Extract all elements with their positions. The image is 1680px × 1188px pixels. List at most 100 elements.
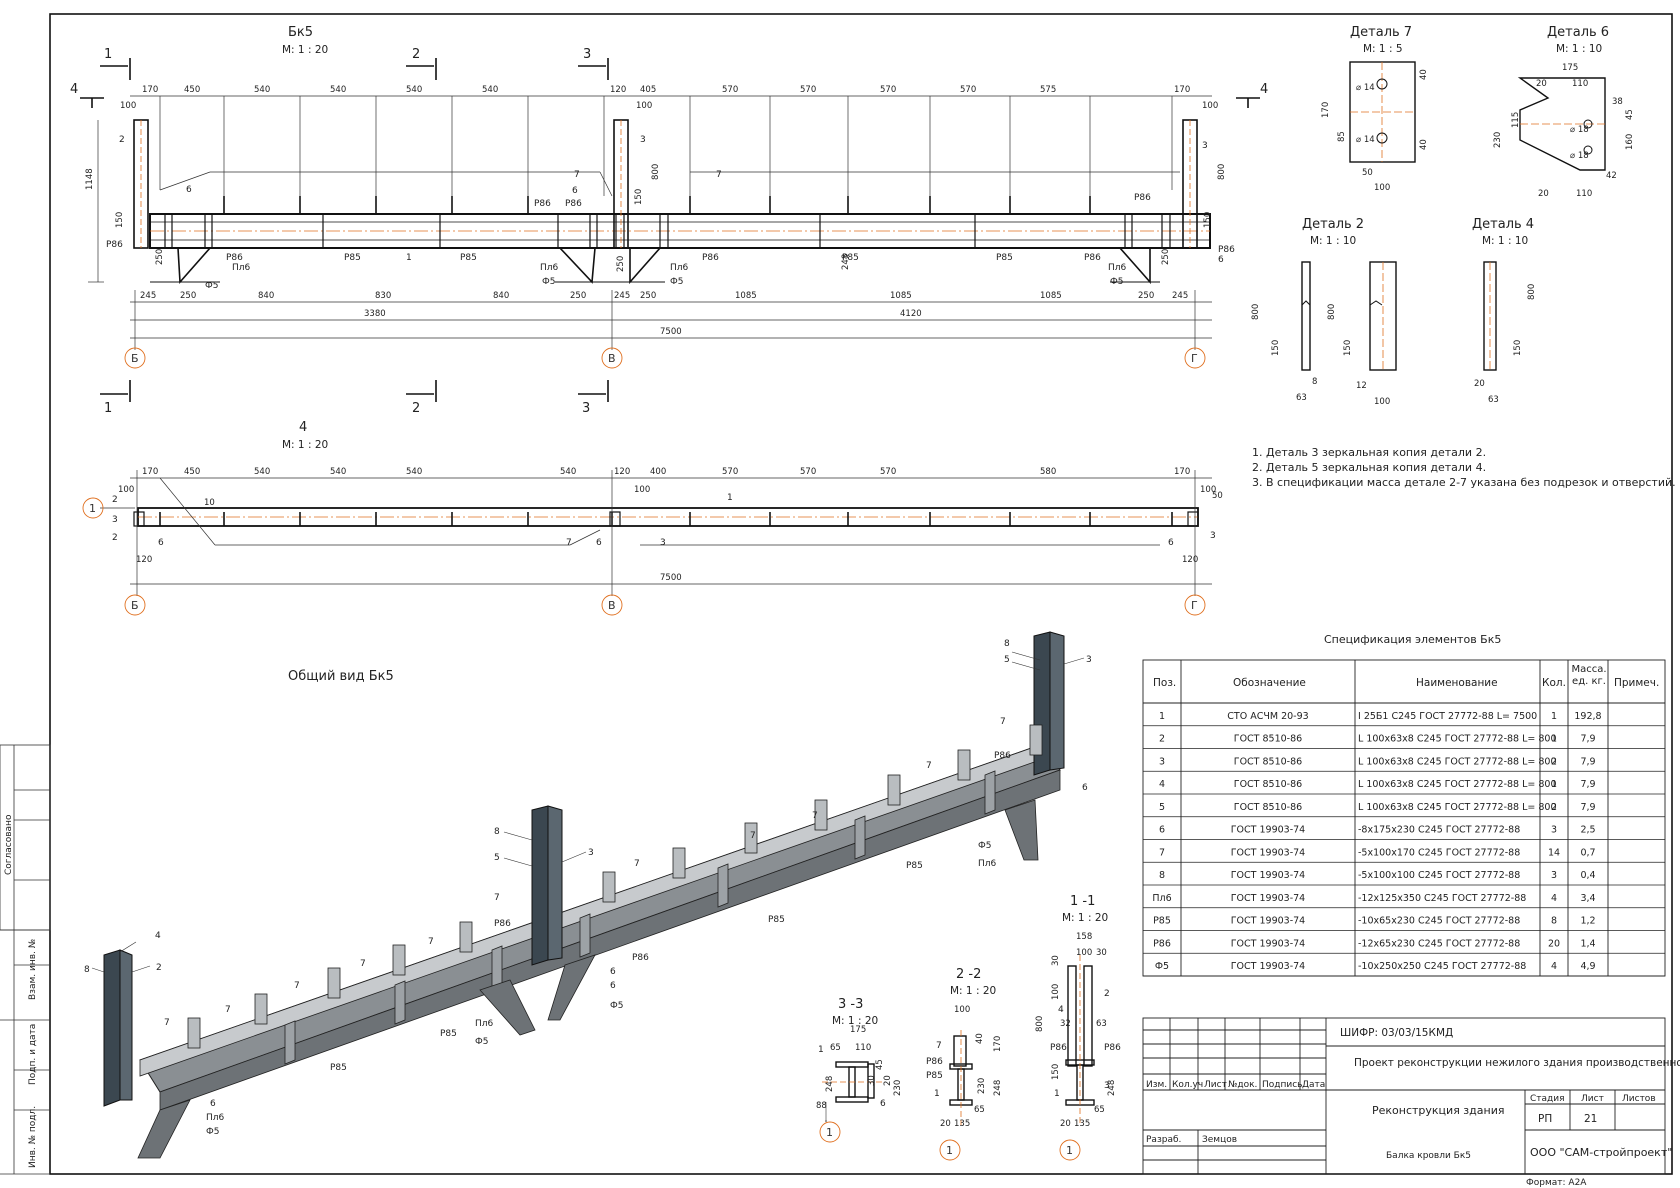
dim: 150 xyxy=(1203,212,1213,228)
dim: 65 xyxy=(1094,1105,1105,1115)
title-developed-name: Земцов xyxy=(1202,1135,1237,1145)
section-mark-4-left: 4 xyxy=(70,82,78,97)
spec-cell: 6 xyxy=(1159,825,1165,836)
dim: 450 xyxy=(184,467,200,477)
title-sheet-header: Лист xyxy=(1581,1094,1604,1104)
spec-cell: L 100х63х8 С245 ГОСТ 27772-88 L= 800 xyxy=(1358,756,1557,767)
spec-header: Кол. xyxy=(1542,677,1566,689)
iso-label: Р85 xyxy=(768,915,785,925)
dim: 65 xyxy=(974,1105,985,1115)
spec-cell: L 100х63х8 С245 ГОСТ 27772-88 L= 800 xyxy=(1358,802,1557,813)
dim: 100 xyxy=(1374,397,1390,407)
axis-b: Б xyxy=(131,352,139,365)
dim: 570 xyxy=(722,85,738,95)
sheet-frame xyxy=(49,13,1673,1175)
dim: 250 xyxy=(640,291,656,301)
spec-cell: 2,5 xyxy=(1580,825,1595,836)
part-label: 1 xyxy=(1054,1089,1060,1099)
spec-cell: 2 xyxy=(1551,802,1557,813)
part-label: Ф5 xyxy=(670,277,683,287)
dim: 38 xyxy=(1612,97,1623,107)
iso-label: 8 xyxy=(1004,639,1010,649)
dim: 100 xyxy=(1076,948,1092,958)
side-stamp xyxy=(0,744,51,1175)
title-col: Лист xyxy=(1204,1080,1227,1090)
iso-label: Р85 xyxy=(330,1063,347,1073)
spec-cell: L 100х63х8 С245 ГОСТ 27772-88 L= 800 xyxy=(1358,734,1557,745)
dim: 88 xyxy=(816,1101,827,1111)
dim: 100 xyxy=(118,485,134,495)
spec-cell: 3,4 xyxy=(1580,893,1595,904)
dim: 20 xyxy=(1536,79,1547,89)
title-developed-label: Разраб. xyxy=(1146,1135,1181,1145)
spec-cell: 7,9 xyxy=(1580,779,1595,790)
part-label: Р86 xyxy=(1134,193,1151,203)
dim: 230 xyxy=(893,1080,903,1096)
sec22-scale: М: 1 : 20 xyxy=(950,985,996,997)
plan-axis-b: Б xyxy=(131,599,139,612)
dim: 115 xyxy=(1511,112,1521,128)
part-label: Пл6 xyxy=(670,263,689,273)
dim: 85 xyxy=(1337,131,1347,142)
section-mark-2-bottom: 2 xyxy=(412,401,420,416)
dim: 10 xyxy=(204,498,215,508)
spec-cell: Ф5 xyxy=(1155,961,1169,972)
part-label: 2 xyxy=(1104,989,1110,999)
detail-6: Деталь 6 М: 1 : 10 175 110 20 38 45 160 … xyxy=(1493,25,1635,199)
general-title: Общий вид Бк5 xyxy=(288,669,394,684)
part-label: 6 xyxy=(1168,538,1174,548)
iso-label: Ф5 xyxy=(475,1037,488,1047)
spec-title: Спецификация элементов Бк5 xyxy=(1324,633,1501,646)
dim: 135 xyxy=(1074,1119,1090,1129)
spec-cell: 0,7 xyxy=(1580,847,1595,858)
iso-label: Ф5 xyxy=(206,1127,219,1137)
dim: 800 xyxy=(1251,304,1261,320)
spec-cell: 7,9 xyxy=(1580,756,1595,767)
dim: 7500 xyxy=(660,327,682,337)
spec-header: Поз. xyxy=(1153,677,1176,689)
dim: 40 xyxy=(1419,139,1429,150)
part-label: 3 xyxy=(640,135,646,145)
iso-label: 2 xyxy=(156,963,162,973)
detail-2-title: Деталь 2 xyxy=(1302,217,1364,232)
dim: 540 xyxy=(560,467,576,477)
dim: 100 xyxy=(954,1005,970,1015)
dim: 248 xyxy=(1107,1080,1117,1096)
dim: 150 xyxy=(634,189,644,205)
dim: 20 xyxy=(1538,189,1549,199)
part-label: 6 xyxy=(596,538,602,548)
dim: 800 xyxy=(651,164,661,180)
section-2-2: 2 -2 М: 1 : 20 1 100 40 7 Р86 Р85 1 248 … xyxy=(926,967,1003,1161)
dim: ⌀ 14 xyxy=(1356,83,1375,93)
dim: 1085 xyxy=(735,291,757,301)
sec11-axis: 1 xyxy=(1066,1144,1073,1157)
iso-label: Р85 xyxy=(906,861,923,871)
dim: 30 xyxy=(1051,955,1061,966)
title-col: Изм. xyxy=(1146,1080,1167,1090)
part-label: Р85 xyxy=(842,253,859,263)
section-mark-1-bottom: 1 xyxy=(104,401,112,416)
dim: 840 xyxy=(258,291,274,301)
dim: 800 xyxy=(1327,304,1337,320)
dim: 63 xyxy=(1488,395,1499,405)
elevation-scale: М: 1 : 20 xyxy=(282,44,328,56)
dim: 400 xyxy=(650,467,666,477)
axis-g: Г xyxy=(1191,352,1198,365)
spec-cell: 1 xyxy=(1551,734,1557,745)
part-label: Р86 xyxy=(1084,253,1101,263)
spec-cell: Пл6 xyxy=(1152,893,1171,904)
dim: 245 xyxy=(614,291,630,301)
spec-cell: 0,4 xyxy=(1580,870,1595,881)
iso-label: Р85 xyxy=(440,1029,457,1039)
part-label: 7 xyxy=(566,538,572,548)
stamp-replaced: Взам. инв. № xyxy=(28,939,38,1000)
spec-cell: ГОСТ 8510-86 xyxy=(1234,734,1302,745)
part-label: 3 xyxy=(1104,1081,1110,1091)
part-label: 7 xyxy=(574,170,580,180)
iso-label: 6 xyxy=(610,981,616,991)
section-3-3: 3 -3 М: 1 : 20 1 175 65 110 45 20 30 248… xyxy=(816,997,903,1143)
title-col: №док. xyxy=(1228,1080,1257,1090)
title-project: Проект реконструкции нежилого здания про… xyxy=(1354,1057,1680,1069)
spec-cell: ГОСТ 19903-74 xyxy=(1231,938,1305,949)
iso-label: 7 xyxy=(360,959,366,969)
